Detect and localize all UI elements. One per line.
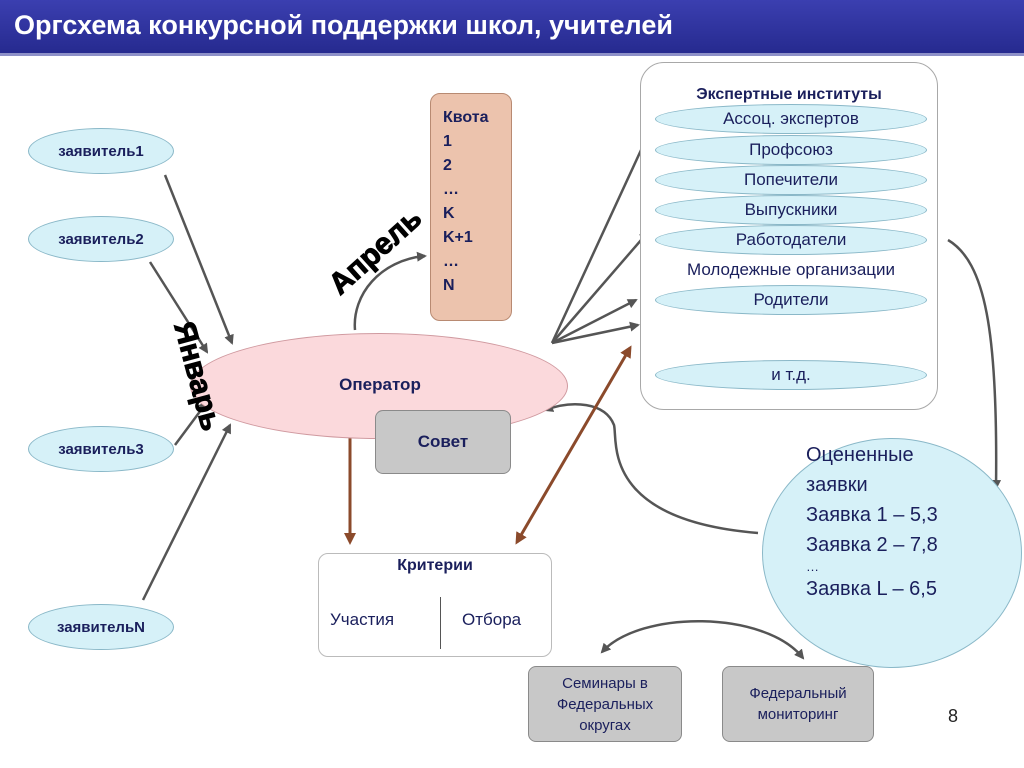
applicant-label: заявитель1 (58, 142, 144, 160)
expert-item-label: Родители (753, 290, 829, 309)
expert-item-label: Молодежные организации (686, 260, 896, 279)
evaluated-title: заявки (806, 474, 868, 496)
expert-item-trade-union: Профсоюз (655, 135, 927, 165)
arrow-experts-evaluated (947, 238, 1002, 490)
seminars-line: Федеральных (556, 695, 654, 713)
expert-item-employers: Работодатели (655, 225, 927, 255)
expert-item-youth-organizations: Молодежные организации (645, 255, 937, 285)
expert-item-label: Попечители (743, 170, 839, 189)
header-bar (0, 0, 1024, 56)
quota-item: K (443, 205, 455, 222)
applicant-label: заявитель2 (58, 230, 144, 248)
evaluated-line: Заявка 1 – 5,3 (806, 504, 938, 526)
monitoring-line: мониторинг (757, 706, 839, 723)
expert-item-parents: Родители (655, 285, 927, 315)
quota-item: 2 (443, 157, 452, 174)
expert-item-label: Работодатели (735, 230, 847, 249)
quota-item: 1 (443, 133, 452, 150)
evaluated-applications-text: Оцененные заявки Заявка 1 – 5,3 Заявка 2… (806, 440, 938, 604)
expert-item-label: Профсоюз (749, 140, 833, 159)
january-label: Январь (167, 318, 228, 434)
april-label: Апрель (323, 202, 429, 302)
seminars-line: округах (579, 716, 631, 734)
quota-item: Квота (443, 109, 489, 126)
arrow-applicant3-operator (173, 400, 209, 446)
applicant-2: заявитель2 (28, 216, 174, 262)
page-title: Оргсхема конкурсной поддержки школ, учит… (14, 10, 673, 40)
expert-item-trustees: Попечители (655, 165, 927, 195)
arrow-applicant1-operator (163, 174, 234, 345)
arrow-criteria-experts (515, 345, 632, 545)
quota-item: N (443, 277, 455, 294)
quota-box: Квота 1 2 … K K+1 … N (430, 93, 512, 321)
arrow-operator-experts-2 (551, 230, 650, 344)
page-number: 8 (948, 706, 959, 726)
arrow-operator-experts-4 (551, 321, 640, 345)
arrow-operator-quota (353, 251, 427, 331)
quota-item: … (443, 181, 459, 198)
council-box: Совет (375, 410, 511, 474)
council-label: Совет (417, 432, 469, 451)
arrow-operator-experts-3 (551, 298, 638, 345)
criteria-selection: Отбора (462, 610, 522, 629)
applicant-label: заявительN (56, 618, 146, 636)
experts-title: Экспертные институты (696, 86, 882, 103)
criteria-box (318, 553, 552, 657)
seminars-box: Семинары в Федеральных округах (528, 666, 682, 742)
quota-item: K+1 (443, 229, 473, 246)
evaluated-line: Заявка L – 6,5 (806, 578, 937, 600)
arrow-applicant2-operator (148, 261, 209, 354)
arrow-operator-experts-1 (550, 133, 650, 344)
arrow-applicantN-operator (141, 423, 232, 601)
evaluated-ellipsis: … (806, 559, 819, 574)
seminars-line: Семинары в (562, 674, 648, 692)
monitoring-box: Федеральный мониторинг (722, 666, 874, 742)
applicant-label: заявитель3 (58, 440, 144, 458)
applicant-3: заявитель3 (28, 426, 174, 472)
arrow-seminars-monitoring (600, 620, 805, 660)
evaluated-line: Заявка 2 – 7,8 (806, 534, 938, 556)
expert-item-label: Ассоц. экспертов (723, 109, 859, 128)
criteria-title: Критерии (397, 557, 473, 574)
expert-item-etc: и т.д. (655, 360, 927, 390)
criteria-participation: Участия (330, 610, 395, 629)
evaluated-applications-circle (762, 438, 1022, 668)
expert-item-label: Выпускники (744, 200, 838, 219)
applicant-n: заявительN (28, 604, 174, 650)
expert-item-graduates: Выпускники (655, 195, 927, 225)
expert-item-experts-association: Ассоц. экспертов (655, 104, 927, 134)
applicant-1: заявитель1 (28, 128, 174, 174)
monitoring-line: Федеральный (749, 685, 847, 702)
criteria-divider (440, 597, 441, 649)
quota-item: … (443, 253, 459, 270)
operator-label: Оператор (339, 375, 421, 394)
evaluated-title: Оцененные (806, 444, 914, 466)
expert-item-label: и т.д. (771, 365, 811, 384)
